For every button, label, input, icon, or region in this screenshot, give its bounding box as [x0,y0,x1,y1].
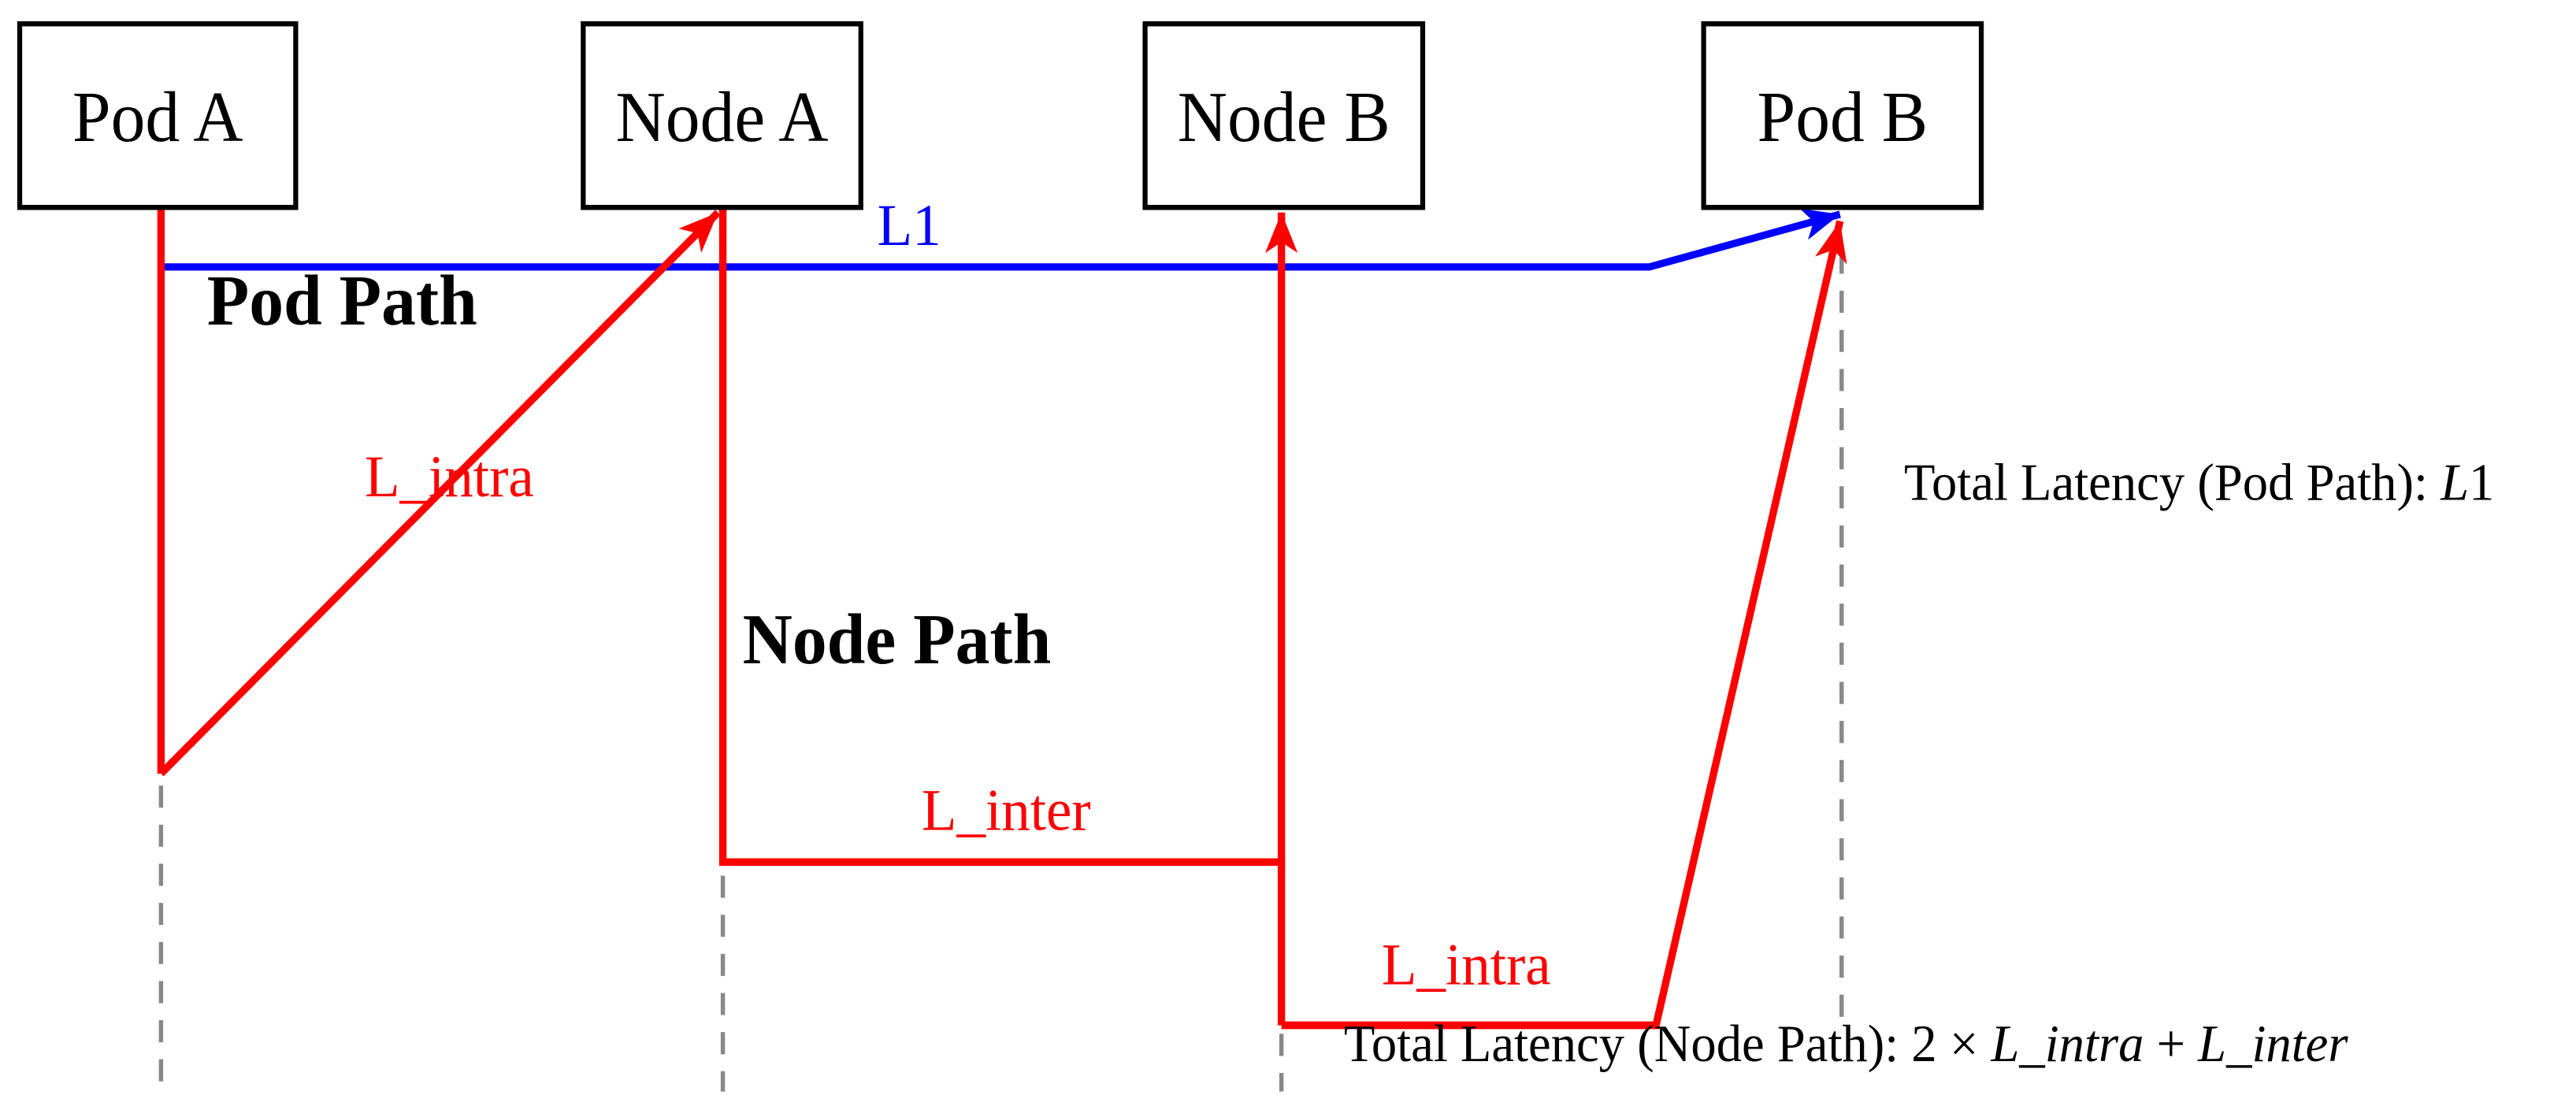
pod-b-box [1701,20,1984,210]
pod-a-box [17,20,299,210]
node-total-coeff: 2 × [1911,1015,1991,1073]
node-a-label: Node A [616,79,829,158]
pod-total-var-1: 1 [2469,454,2494,512]
node-b-label: Node B [1178,79,1390,158]
pod-a-label: Pod A [72,79,243,158]
dashed-guides [158,251,1844,1092]
node-path-lines [157,207,1847,1030]
pod-total-latency-formula: Total Latency (Pod Path): L1 [1904,454,2494,512]
l-intra-left-arrow [158,210,721,777]
node-total-prefix: Total Latency (Node Path): [1344,1015,1911,1073]
node-total-term1: L_intra [1990,1015,2144,1073]
node-total-term2: L_inter [2197,1015,2348,1073]
l-intra-right-arrow [1281,220,1847,1030]
pod-b-label: Pod B [1758,79,1928,158]
node-total-latency-formula: Total Latency (Node Path): 2 × L_intra +… [1344,1015,2348,1073]
l-inter-arrow [718,207,1298,867]
l-intra-left-label: L_intra [365,444,534,510]
pod-path-line [161,208,1841,271]
l-inter-label: L_inter [922,778,1091,843]
pod-total-prefix: Total Latency (Pod Path): [1904,454,2441,512]
node-path-title: Node Path [743,600,1052,679]
node-a-box [581,20,863,210]
node-b-box [1142,20,1426,210]
pod-path-title: Pod Path [207,262,477,341]
l-intra-right-label: L_intra [1382,933,1551,998]
l1-label: L1 [878,193,941,258]
node-total-plus: + [2144,1015,2198,1073]
pod-total-var-l: L [2440,454,2469,512]
node-boxes [17,20,1984,210]
